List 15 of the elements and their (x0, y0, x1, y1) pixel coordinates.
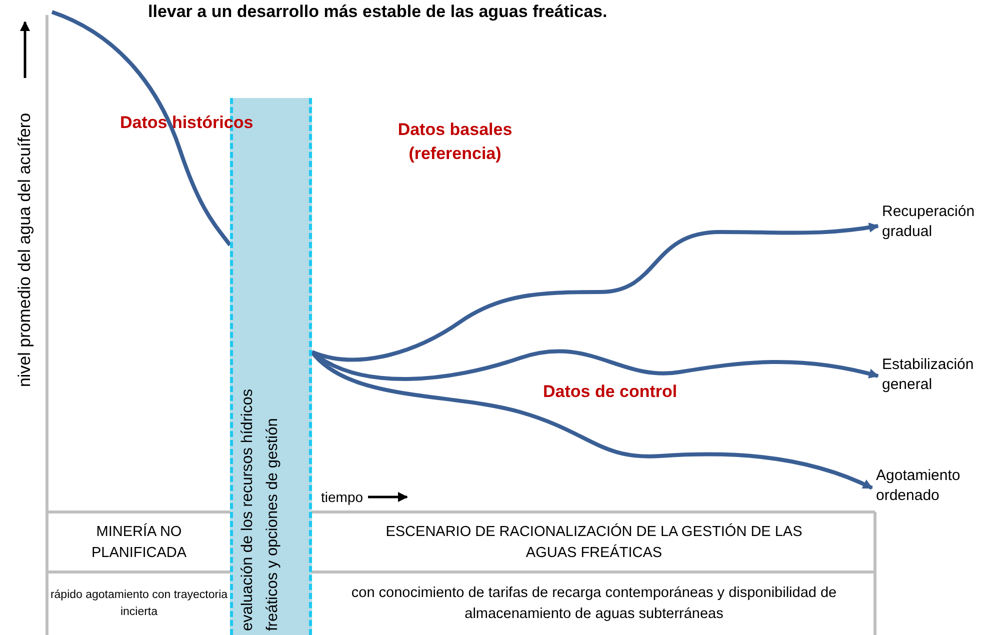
scenario-label: Estabilización general (882, 355, 997, 395)
table-cell-text: ESCENARIO DE RACIONALIZACIÓN DE LA GESTIÓN DE LAS AGUAS FREÁTICAS (384, 522, 804, 562)
scenario-label: Agotamiento ordenado (876, 466, 991, 506)
table-cell-text: MINERÍA NO PLANIFICADA (90, 522, 188, 562)
trajectory-arrow (311, 222, 879, 362)
axis-label: tiempo (321, 489, 364, 505)
axis-label: nivel promedio del agua del acuífero (15, 112, 35, 390)
heading: llevar a un desarrollo más estable de las aguas freáticas. (148, 2, 608, 22)
series-label: Datos basales (referencia) (396, 119, 514, 165)
series-label: Datos de control (543, 382, 678, 402)
table-cell-text: con conocimiento de tarifas de recarga contemporáneas y disponibilidad de almacenamiento de aguas subterráneas (350, 584, 838, 624)
table-cell-text: rápido agotamiento con trayectoria incierta (49, 588, 229, 620)
series-label: Datos históricos (120, 113, 254, 133)
scenario-label: Recuperación gradual (882, 202, 997, 242)
band-text: evaluación de los recursos hídricos freáticos y opciones de gestión (238, 388, 282, 631)
